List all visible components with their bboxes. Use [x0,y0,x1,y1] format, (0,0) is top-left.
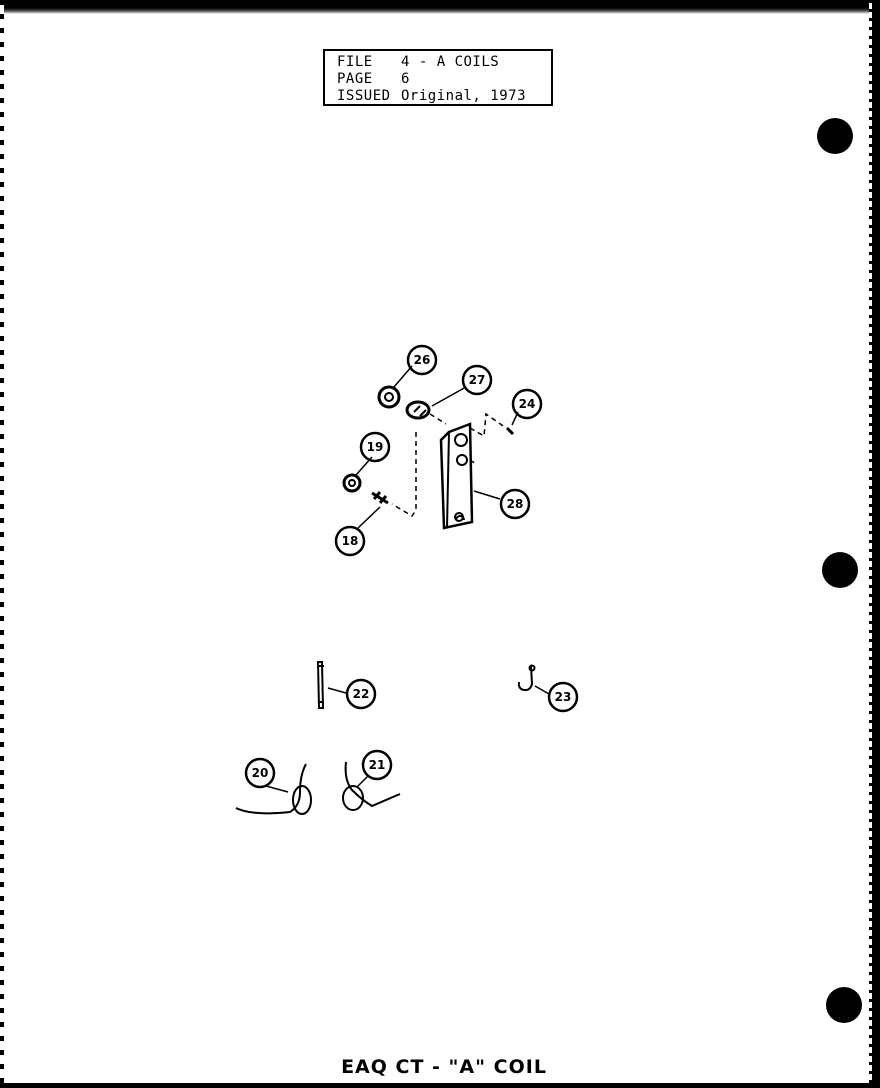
callout-27-circle [461,364,493,396]
callout-22-circle [345,678,377,710]
callout-21-circle [361,749,393,781]
file-label: FILE [337,54,373,70]
callout-19: 19 [367,440,384,454]
binder-hole-bottom [826,987,862,1023]
issued-value: Original, 1973 [401,88,527,104]
part-22-pin [316,661,325,709]
binder-hole-top [817,118,853,154]
part-18-fitting [371,491,389,505]
callout-26-circle [406,344,438,376]
callout-18: 18 [342,534,359,548]
scan-bottom-edge [0,1083,880,1088]
page-value: 6 [401,71,410,87]
part-20-spring [235,763,312,815]
scan-right-edge [872,0,880,1088]
file-row: FILE 4 - A COILS [337,54,551,71]
leader-lines [265,365,550,793]
binder-hole-middle [822,552,858,588]
diagram-caption: EAQ CT - "A" COIL [341,1056,547,1078]
part-28-bracket [439,422,474,530]
callout-24-circle [511,388,543,420]
callout-20-circle [244,757,276,789]
scan-right-edge-speckle [869,0,872,1088]
callout-28-circle [499,488,531,520]
page-label: PAGE [337,71,373,87]
callout-19-circle [359,431,391,463]
callout-23: 23 [555,690,572,704]
callout-21: 21 [369,758,386,772]
part-26-nut [377,385,401,409]
part-21-spring [342,761,401,811]
callout-23-circle [547,681,579,713]
file-value: 4 - A COILS [401,54,500,70]
callout-24: 24 [519,397,536,411]
assembly-lines [391,412,507,518]
file-info-box: FILE 4 - A COILS PAGE 6 ISSUED Original,… [323,49,553,106]
callout-18-circle [334,525,366,557]
issued-row: ISSUED Original, 1973 [337,88,551,105]
callout-20: 20 [252,766,269,780]
part-23-hook [517,664,536,692]
part-19-nut [342,473,362,493]
part-24-screw [505,426,515,436]
page-row: PAGE 6 [337,71,551,88]
scan-left-edge [0,0,4,1088]
scan-top-edge [0,0,880,14]
callout-26: 26 [414,353,431,367]
callout-27: 27 [469,373,486,387]
callout-28: 28 [507,497,524,511]
issued-label: ISSUED [337,88,391,104]
part-27-fitting [405,400,431,420]
callout-22: 22 [353,687,370,701]
